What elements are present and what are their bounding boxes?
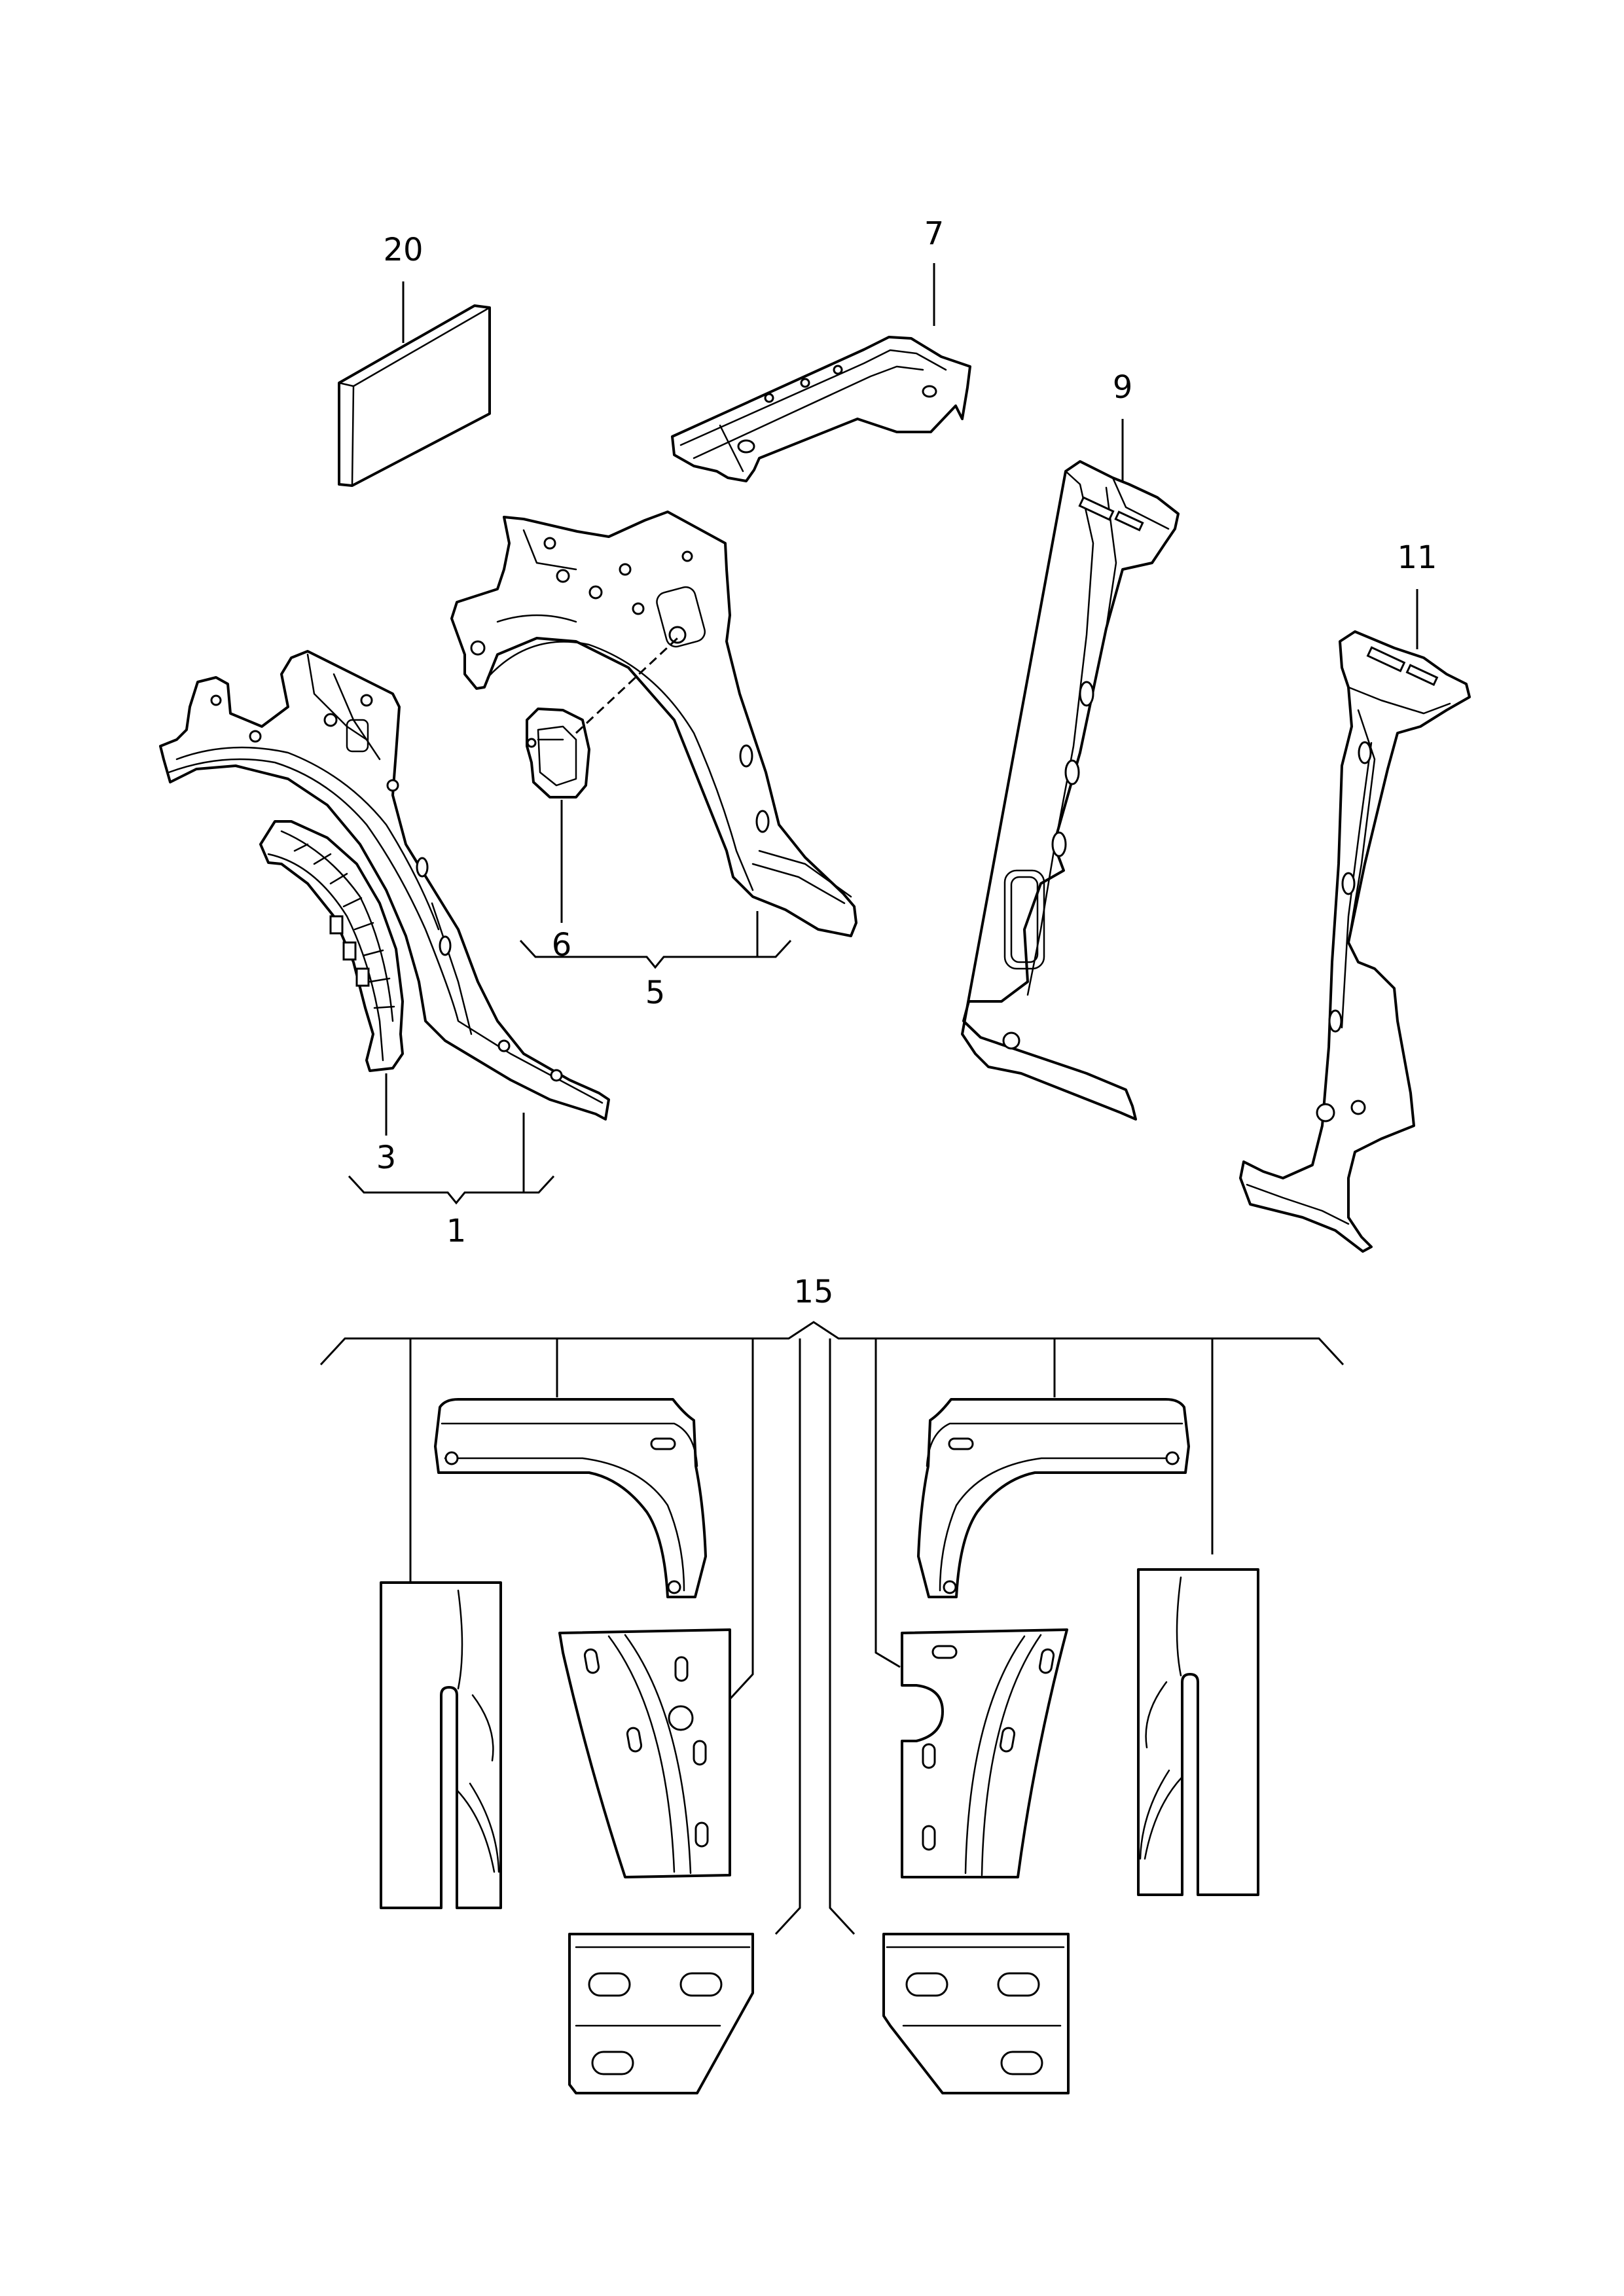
part-15-right-arch-strip[interactable]: [917, 1398, 1190, 1598]
callout-20[interactable]: 20: [383, 232, 423, 268]
callout-11[interactable]: 11: [1397, 539, 1437, 576]
part-6-cap[interactable]: [526, 708, 590, 798]
part-20-pad[interactable]: [338, 304, 491, 487]
part-5-wheel-arch-panel[interactable]: [450, 511, 857, 937]
callout-15[interactable]: 15: [793, 1274, 833, 1310]
part-3-arch-reinforcement[interactable]: [259, 820, 404, 1072]
callout-1[interactable]: 1: [446, 1213, 467, 1249]
callout-6[interactable]: 6: [552, 927, 572, 963]
part-1-wheelhouse-assembly[interactable]: [159, 650, 610, 1121]
part-15-right-notched-plate[interactable]: [901, 1628, 1068, 1878]
dashed-link-6-to-5: [575, 637, 679, 734]
part-15-left-arch-strip[interactable]: [434, 1398, 707, 1598]
part-11-pillar[interactable]: [1239, 630, 1471, 1253]
callout-5[interactable]: 5: [645, 975, 666, 1011]
part-15-right-slotted-strip[interactable]: [1137, 1568, 1259, 1896]
callout-7[interactable]: 7: [924, 215, 945, 252]
part-15-left-slotted-strip[interactable]: [380, 1581, 502, 1909]
callout-9[interactable]: 9: [1113, 369, 1133, 406]
bracket-1: [348, 1113, 555, 1205]
bracket-5: [519, 911, 792, 969]
part-9-pillar[interactable]: [961, 460, 1180, 1121]
part-15-left-tapered-plate[interactable]: [558, 1628, 731, 1878]
part-15-right-lower-plate[interactable]: [882, 1933, 1070, 2094]
part-7-rail[interactable]: [671, 336, 971, 482]
bracket-15: [319, 1321, 1344, 1935]
callout-3[interactable]: 3: [376, 1139, 397, 1176]
part-15-left-lower-plate[interactable]: [568, 1933, 754, 2094]
